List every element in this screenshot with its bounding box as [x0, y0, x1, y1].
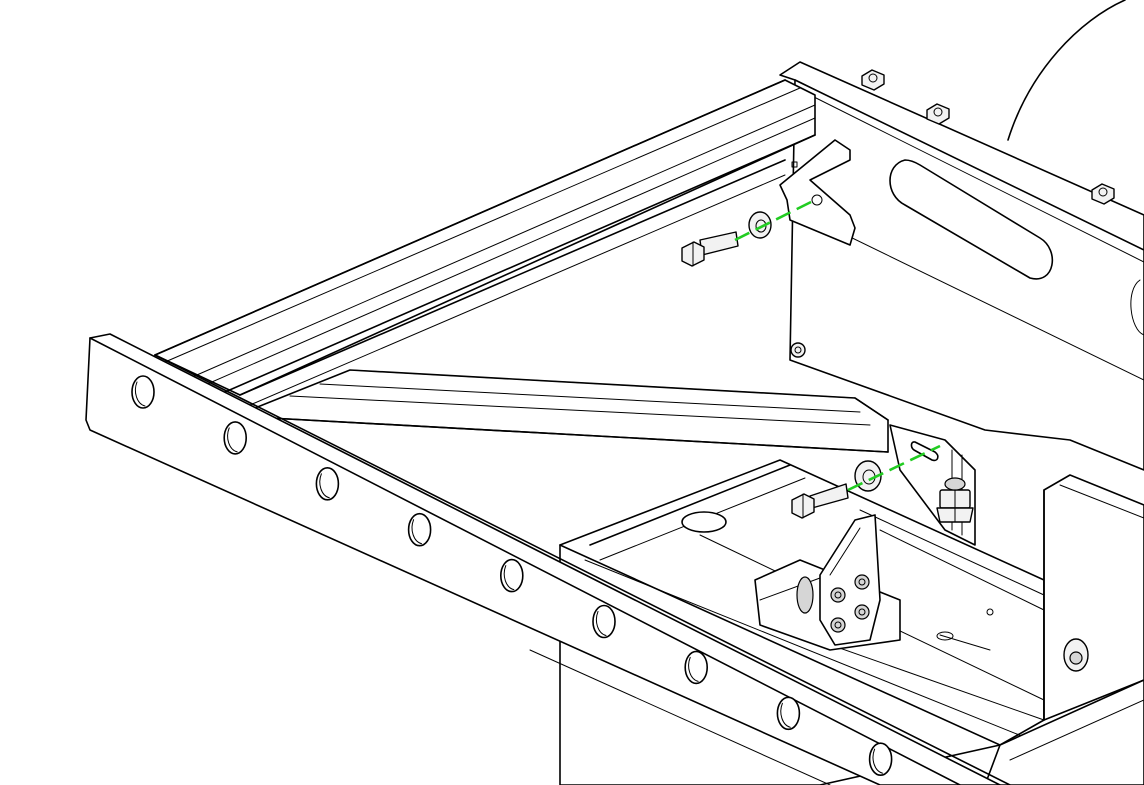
front-bar-hole-edge — [319, 473, 330, 499]
upper-assembly-axis — [734, 198, 816, 242]
lower-hex-bolt-icon — [791, 483, 849, 519]
side-mount-bracket — [819, 514, 881, 646]
long-slot — [889, 159, 1054, 280]
front-bar-hole-edge — [411, 519, 423, 545]
side-panel-bolt — [1063, 638, 1089, 672]
top-side-rail — [154, 79, 816, 406]
front-bar-hole-edge — [227, 427, 238, 453]
front-bar-hole-edge — [688, 656, 699, 682]
hex-bolt-icon — [681, 231, 739, 267]
front-bar-hole-edge — [595, 611, 607, 636]
lower-washer-icon — [854, 460, 882, 492]
lower-assembly-axis — [847, 444, 941, 492]
top-nut-3 — [1091, 183, 1115, 205]
front-bar-hole-edge — [503, 565, 515, 591]
bracket-bolt-2 — [854, 574, 870, 590]
front-bar-hole-edge — [780, 702, 791, 728]
washer-icon — [748, 211, 772, 239]
top-nut-2 — [926, 103, 950, 125]
top-nut-1 — [861, 69, 885, 91]
bracket-bolt-4 — [854, 604, 870, 620]
front-hole-bar — [85, 333, 1011, 785]
bracket-bolt-3 — [830, 617, 846, 633]
rear-housing — [779, 61, 1144, 471]
frame-hole — [681, 511, 727, 533]
front-bar-holes — [131, 375, 893, 777]
bracket-bolt-1 — [830, 587, 846, 603]
acorn-nut-icon — [936, 477, 974, 523]
diagonal-strut — [254, 369, 889, 453]
right-side-panel — [984, 474, 1144, 785]
reel-drum-outline — [1007, 0, 1126, 141]
front-bar-hole-edge — [872, 748, 884, 774]
front-bar-hole-edge — [134, 381, 146, 407]
